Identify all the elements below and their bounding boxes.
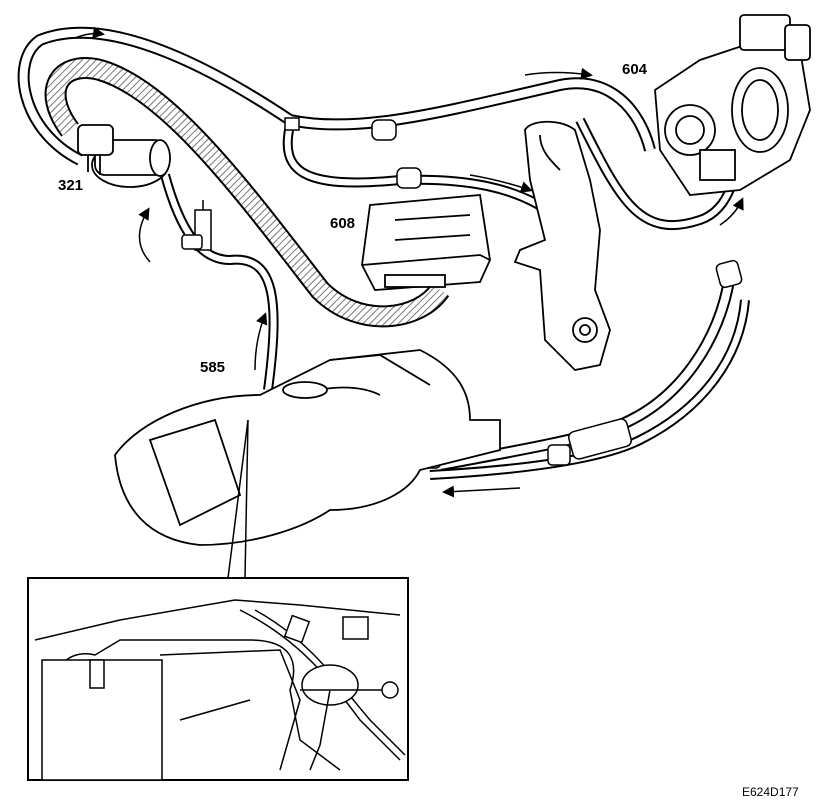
flow-arrows: [74, 26, 744, 498]
hose-couplings: [284, 117, 422, 189]
canister-321: [77, 124, 171, 188]
label-throttle-body-604: 604: [622, 61, 648, 78]
inset-leader: [227, 419, 249, 579]
control-module-608: [361, 194, 491, 291]
detail-inset: [27, 577, 409, 781]
corrugated-hose: [44, 57, 450, 328]
fuel-tank-585: [114, 349, 501, 546]
label-control-module-608: 608: [330, 215, 356, 232]
label-canister-321: 321: [58, 177, 84, 194]
figure-id: E624D177: [742, 785, 799, 799]
throttle-body-604: [654, 14, 811, 196]
intake-bracket: [513, 120, 611, 371]
t-piece-valve: [181, 200, 212, 251]
canister-to-tank-hose: [160, 173, 279, 391]
label-fuel-tank-585: 585: [200, 359, 226, 376]
